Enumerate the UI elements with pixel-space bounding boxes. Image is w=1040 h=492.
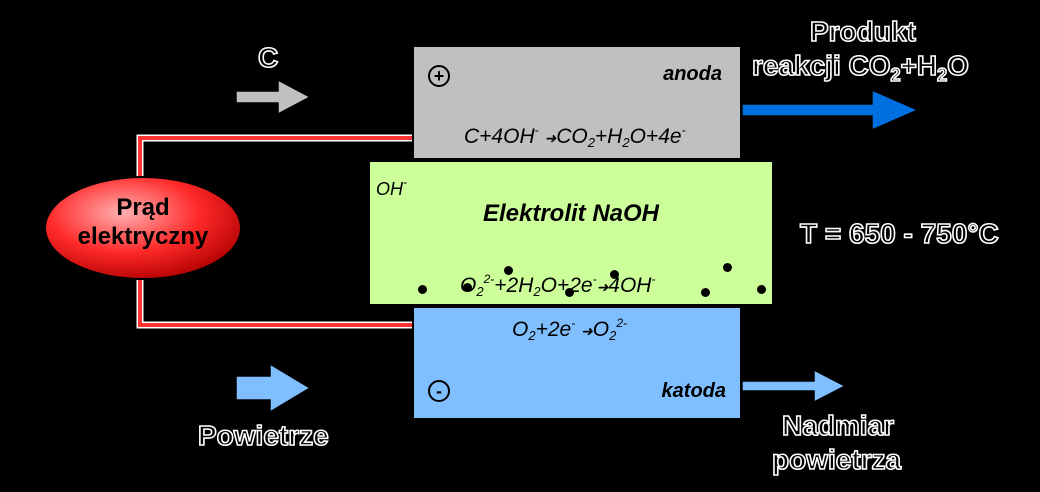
anode-eq-h: +H — [594, 125, 623, 148]
ion-dot — [504, 266, 513, 275]
air-input-arrow — [235, 362, 312, 414]
carbon-input-arrow — [235, 78, 312, 116]
cat-eq-sub1: 2 — [528, 328, 536, 343]
reaction-arrow-icon: ➜ — [544, 130, 557, 146]
hydroxide-ion-label: OH- — [376, 175, 407, 200]
ion-dot — [723, 263, 732, 272]
el-eq-sub2: 2 — [533, 284, 541, 299]
anode-eq-sub1: 2 — [587, 135, 595, 150]
anode-eq-co: CO — [556, 125, 588, 148]
product-co: reakcji CO — [751, 49, 891, 82]
plus-sign-icon: + — [428, 65, 450, 87]
ion-text: OH — [376, 179, 403, 199]
anode-eq-products: O+4e — [629, 125, 682, 148]
cat-eq-o: O — [512, 318, 529, 341]
excess-air-output-arrow — [741, 368, 847, 404]
ion-dot — [701, 288, 710, 297]
cathode-label: katoda — [661, 380, 726, 402]
reaction-arrow-icon: ➜ — [581, 323, 593, 339]
el-eq-oe: O+2e — [540, 274, 593, 297]
ion-dot — [463, 283, 472, 292]
el-eq-oh: 4OH — [608, 274, 652, 297]
power-source-label: Prąd elektryczny — [44, 193, 242, 251]
anode-eq-reactants: C+4OH — [464, 125, 535, 148]
cat-eq-charge1: - — [571, 316, 576, 330]
power-label-line2: elektryczny — [77, 223, 209, 250]
excess-air-label-line2: powietrza — [771, 443, 902, 476]
product-sub1: 2 — [890, 64, 902, 86]
anode-equation: C+4OH- ➜CO2+H2O+4e- — [464, 123, 686, 150]
anode-eq-sub2: 2 — [622, 135, 630, 150]
cathode-equation: O2+2e- ➜O22- — [512, 316, 627, 343]
cat-eq-charge2: 2- — [616, 316, 628, 330]
temperature-label: T = 650 - 750°C — [799, 217, 999, 250]
el-eq-sub1: 2 — [476, 284, 484, 299]
minus-sign-icon: - — [428, 380, 450, 402]
wire-bottom — [136, 262, 412, 329]
el-eq-h: +2H — [494, 274, 534, 297]
el-eq-charge3: - — [651, 272, 656, 286]
product-sub2: 2 — [936, 64, 948, 86]
excess-air-label-line1: Nadmiar — [781, 409, 895, 442]
ion-dot — [610, 270, 619, 279]
product-o: O — [946, 49, 969, 82]
product-label-line2: reakcji CO2+H2O — [751, 49, 970, 86]
electrolyte-block: OH- Elektrolit NaOH O22-+2H2O+2e-➜4OH- — [368, 160, 774, 306]
el-eq-charge1: 2- — [483, 272, 495, 286]
product-h: +H — [900, 49, 938, 82]
cat-eq-sub2: 2 — [609, 328, 617, 343]
anode-eq-charge: - — [534, 123, 539, 137]
cat-eq-e: +2e — [535, 318, 572, 341]
el-eq-charge2: - — [592, 272, 597, 286]
anode-label: anoda — [663, 63, 722, 85]
anode-block: + anoda C+4OH- ➜CO2+H2O+4e- — [412, 45, 742, 160]
carbon-input-label: C — [257, 41, 279, 74]
power-source-ellipse — [44, 176, 242, 280]
power-label-line1: Prąd — [116, 194, 170, 221]
product-label-line1: Produkt — [809, 15, 916, 48]
ion-dot — [757, 285, 766, 294]
ion-dot — [418, 285, 427, 294]
electrolyte-label: Elektrolit NaOH — [482, 200, 660, 227]
air-input-label: Powietrze — [197, 419, 329, 452]
electrolyte-equation: O22-+2H2O+2e-➜4OH- — [460, 272, 655, 299]
cat-eq-o2: O — [592, 318, 610, 341]
product-output-arrow — [741, 88, 920, 132]
anode-eq-charge2: - — [681, 123, 686, 137]
ion-dot — [565, 288, 574, 297]
ion-charge: - — [403, 175, 407, 189]
cathode-block: - O2+2e- ➜O22- katoda — [412, 306, 742, 420]
reaction-arrow-icon: ➜ — [596, 279, 609, 295]
